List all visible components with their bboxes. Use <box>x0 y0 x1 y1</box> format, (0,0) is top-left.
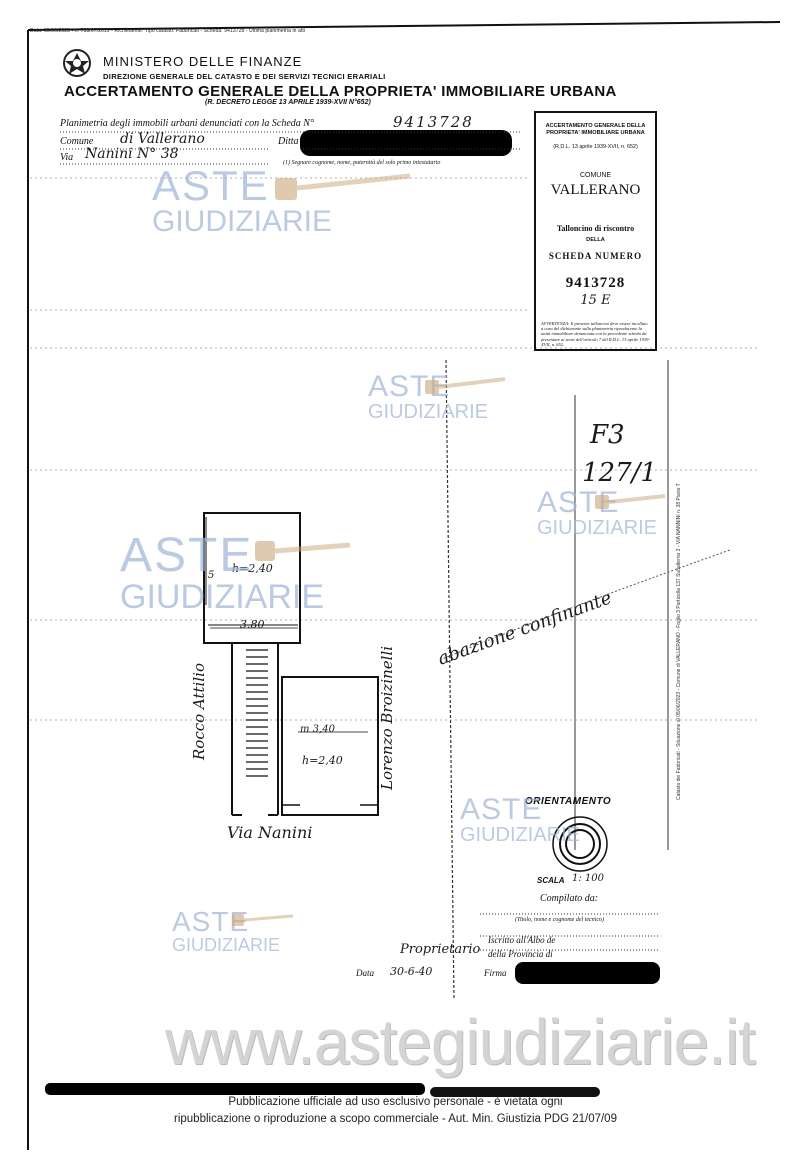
scheda-number-handwritten: 9413728 <box>393 113 474 131</box>
watermark-giudiziarie-text: GIUDIZIARIE <box>537 517 658 539</box>
street-name: Via Nanini <box>227 823 313 842</box>
watermark-giudiziarie-text: GIUDIZIARIE <box>120 578 325 616</box>
box-title-1: ACCERTAMENTO GENERALE DELLA <box>545 123 646 129</box>
watermark-giudiziarie-text: GIUDIZIARIE <box>152 205 333 238</box>
form-dotted-lines <box>60 131 520 165</box>
upper-room-height: h=2,40 <box>232 562 273 575</box>
watermark-aste-text: ASTE <box>460 793 543 826</box>
data-label: Data <box>356 968 374 978</box>
gavel-icon <box>255 541 351 561</box>
gavel-icon <box>595 494 666 509</box>
decree-reference: (R. DECRETO LEGGE 13 APRILE 1939-XVII N°… <box>205 99 371 106</box>
small-room-height: h=2,40 <box>302 754 343 767</box>
document-topline: Data: 05/06/2023 - n. T33/07/2019 - Rich… <box>30 28 306 34</box>
floor-plan <box>203 512 379 816</box>
compilato-da-label: Compilato da: <box>540 893 599 904</box>
watermark-giudiziarie-text: GIUDIZIARIE <box>460 824 581 846</box>
ditta-note: (1) Segnare cognome, nome, paternità del… <box>283 160 441 166</box>
box-della: DELLA <box>586 237 605 243</box>
ministry-name: MINISTERO DELLE FINANZE <box>103 54 303 69</box>
ditta-label: Ditta <box>278 136 299 147</box>
box-scheda-number: 9413728 <box>565 275 626 291</box>
proprietario-handwritten: Proprietario <box>400 942 481 957</box>
footer-line-2: ripubblicazione o riproduzione a scopo c… <box>174 1113 617 1125</box>
left-neighbor: Rocco Attilio <box>190 663 208 760</box>
box-hand-note: 15 E <box>580 293 611 308</box>
watermark-giudiziarie-text: GIUDIZIARIE <box>172 935 281 955</box>
compass-icon <box>552 816 608 872</box>
compilation-dotted-lines <box>480 913 660 951</box>
gavel-icon <box>425 377 506 394</box>
watermark-aste-text: ASTE <box>152 162 270 209</box>
footer-line-1: Pubblicazione ufficiale ad uso esclusivo… <box>228 1096 563 1108</box>
comune-label: Comune <box>60 136 94 147</box>
diagonal-stroke <box>440 549 731 661</box>
gavel-icon <box>275 173 411 200</box>
box-title-2: PROPRIETA' IMMOBILIARE URBANA <box>546 130 645 136</box>
aste-watermark-1: ASTE GIUDIZIARIE <box>152 165 332 237</box>
margin-code-2: 127/1 <box>582 458 657 488</box>
watermark-aste-text: ASTE <box>120 529 254 582</box>
iscritto-label: Iscritto all'Albo de <box>488 935 556 945</box>
firma-label: Firma <box>484 968 507 978</box>
upper-room-depth: 5 <box>208 570 215 581</box>
direzione-generale: DIREZIONE GENERALE DEL CATASTO E DEI SER… <box>103 72 386 81</box>
republic-emblem-icon <box>63 49 91 77</box>
page-title: ACCERTAMENTO GENERALE DELLA PROPRIETA' I… <box>64 83 617 100</box>
planimetria-label: Planimetria degli immobili urbani denunc… <box>60 118 314 129</box>
gavel-icon <box>232 914 294 926</box>
data-value: 30-6-40 <box>390 965 433 978</box>
comune-handwritten: di Vallerano <box>120 131 205 147</box>
site-watermark: www.astegiudiziarie.it <box>165 1006 756 1078</box>
box-talloncino: Talloncino di riscontro <box>556 224 635 233</box>
scala-label: SCALA <box>537 876 565 885</box>
watermark-giudiziarie-text: GIUDIZIARIE <box>368 401 489 423</box>
aste-watermark-5: ASTE GIUDIZIARIE <box>460 793 581 846</box>
box-scheda-label: SCHEDA NUMERO <box>548 251 643 261</box>
margin-code-1: F3 <box>590 420 625 450</box>
aste-watermark-4: ASTE GIUDIZIARIE <box>120 529 325 616</box>
aste-watermark-2: ASTE GIUDIZIARIE <box>368 372 489 423</box>
right-neighbor: Lorenzo Broizinelli <box>378 645 396 790</box>
box-comune-value: VALLERANO <box>550 182 641 198</box>
small-room-width: m 3,40 <box>300 724 335 735</box>
provincia-label: della Provincia di <box>488 949 553 959</box>
via-label: Via <box>60 152 74 163</box>
box-comune-label: COMUNE <box>579 172 612 179</box>
upper-room-width: 3.80 <box>240 618 265 631</box>
talloncino-box: ACCERTAMENTO GENERALE DELLA PROPRIETA' I… <box>534 111 657 351</box>
titolo-note: (Titolo, nome e cognome del tecnico) <box>515 917 604 923</box>
box-avvertenza: AVVERTENZA: Il presente talloncino deve … <box>541 321 650 347</box>
orientamento-label: ORIENTAMENTO <box>525 796 612 807</box>
scala-value: 1: 100 <box>572 873 604 884</box>
via-handwritten: Nanini N° 38 <box>85 146 179 162</box>
box-decree: (R.D.L. 13 aprile 1939-XVII, n. 652) <box>553 144 638 150</box>
aste-watermark-3: ASTE GIUDIZIARIE <box>537 488 658 539</box>
